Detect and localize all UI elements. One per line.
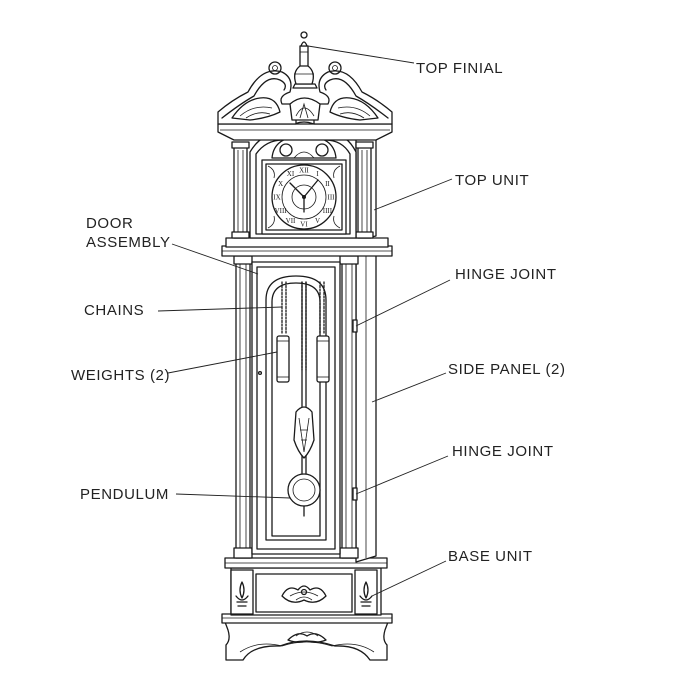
leader-top-unit: [373, 178, 453, 211]
leader-weights: [167, 351, 278, 374]
label-weights: WEIGHTS (2): [71, 367, 171, 384]
top-finial: [292, 31, 318, 89]
clock-numeral: IX: [273, 194, 280, 202]
label-hinge-joint-upper: HINGE JOINT: [455, 266, 557, 283]
leader-hinge-lower: [355, 455, 449, 495]
leader-chains: [157, 306, 283, 312]
clock-numeral: II: [325, 180, 330, 188]
clock-numeral: VI: [300, 221, 308, 229]
label-top-finial: TOP FINIAL: [416, 60, 504, 77]
leader-side-panel: [371, 372, 447, 403]
label-base-unit: BASE UNIT: [448, 548, 533, 565]
label-pendulum: PENDULUM: [80, 486, 169, 503]
label-top-unit: TOP UNIT: [455, 172, 530, 189]
side-panel: [355, 245, 377, 563]
clock-numeral: XI: [287, 170, 295, 178]
leader-top-finial: [307, 45, 415, 64]
clock-numeral: XII: [299, 167, 309, 175]
clock-numeral: I: [316, 170, 319, 178]
clock-numeral: V: [315, 217, 320, 225]
leader-lines: [157, 45, 453, 597]
clock-numeral: VIII: [275, 207, 288, 215]
leader-door-assembly: [171, 243, 259, 275]
leader-pendulum: [175, 493, 291, 499]
pendulum: [287, 281, 321, 517]
base-unit: [221, 557, 393, 661]
label-chains: CHAINS: [84, 302, 145, 319]
leader-base-unit: [371, 560, 447, 597]
bonnet-pediment: [217, 61, 393, 141]
clock-numeral: IIII: [323, 207, 333, 215]
door-assembly: [233, 255, 359, 559]
leader-hinge-upper: [355, 279, 451, 327]
label-door-assembly-line2: ASSEMBLY: [86, 234, 171, 251]
clock-numeral: VII: [286, 217, 296, 225]
label-hinge-joint-lower: HINGE JOINT: [452, 443, 554, 460]
label-door-assembly-line1: DOOR: [86, 215, 134, 232]
weights: [276, 335, 330, 383]
label-side-panel: SIDE PANEL (2): [448, 361, 566, 378]
clock-numeral: X: [278, 180, 283, 188]
clock-numeral: III: [328, 194, 336, 202]
